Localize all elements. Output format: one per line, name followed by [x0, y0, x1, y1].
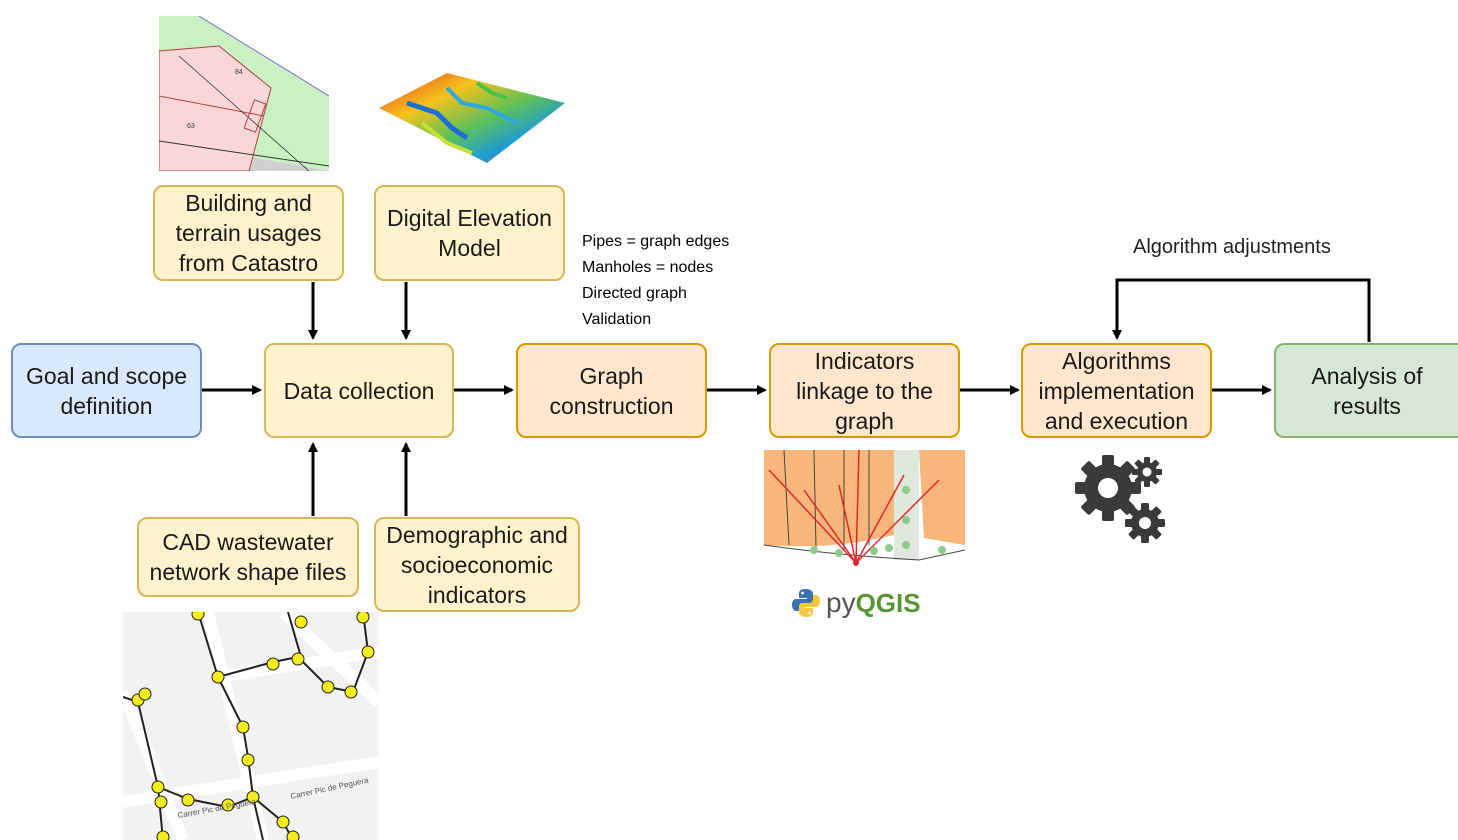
dem-terrain-image [379, 73, 565, 163]
node-goal-label: Goal and scope definition [25, 362, 188, 419]
graph-note-item: Pipes = graph edges [582, 233, 730, 250]
graph-note-item: Validation [582, 311, 652, 328]
node-demographic: Demographic and socioeconomic indicators [374, 517, 580, 612]
arrow-feedback-loop [1112, 278, 1371, 342]
graph-notes: Pipes = graph edges Manholes = nodes Dir… [582, 229, 729, 333]
node-dem: Digital Elevation Model [374, 185, 565, 281]
graph-note-item: Manholes = nodes [582, 259, 714, 276]
node-algorithms-label: Algorithms implementation and execution [1038, 347, 1195, 434]
node-analysis: Analysis of results [1274, 343, 1458, 438]
parcel-number: 84 [235, 69, 243, 76]
node-cad: CAD wastewater network shape files [137, 517, 359, 597]
pyqgis-prefix: py [826, 587, 856, 618]
node-data-collection: Data collection [264, 343, 454, 438]
pyqgis-suffix: QGIS [855, 587, 921, 618]
parcel-number: 63 [187, 123, 195, 130]
pyqgis-logo: py QGIS [790, 586, 921, 620]
node-data-collection-label: Data collection [283, 377, 435, 404]
node-catastro-label: Building and terrain usages from Catastr… [175, 190, 322, 276]
catastro-map-image: 84 63 [159, 16, 329, 171]
python-logo-icon [792, 589, 820, 617]
node-graph-construction-label: Graph construction [549, 362, 674, 419]
node-dem-label: Digital Elevation Model [387, 205, 552, 261]
graph-note-item: Directed graph [582, 285, 687, 302]
node-indicators-label: Indicators linkage to the graph [796, 347, 933, 434]
node-demographic-label: Demographic and socioeconomic indicators [386, 521, 568, 608]
node-algorithms: Algorithms implementation and execution [1021, 343, 1212, 438]
wastewater-network-map-image: Carrer Pic de Peguera Carrer Pic de Pegu… [123, 612, 379, 840]
node-catastro: Building and terrain usages from Catastr… [153, 185, 344, 281]
node-goal: Goal and scope definition [11, 343, 202, 438]
node-indicators: Indicators linkage to the graph [769, 343, 960, 438]
node-analysis-label: Analysis of results [1311, 362, 1423, 419]
feedback-label: Algorithm adjustments [1133, 236, 1331, 258]
gears-icon [1075, 455, 1165, 543]
indicators-linkage-image [764, 450, 965, 570]
node-cad-label: CAD wastewater network shape files [149, 529, 347, 585]
node-graph-construction: Graph construction [516, 343, 707, 438]
